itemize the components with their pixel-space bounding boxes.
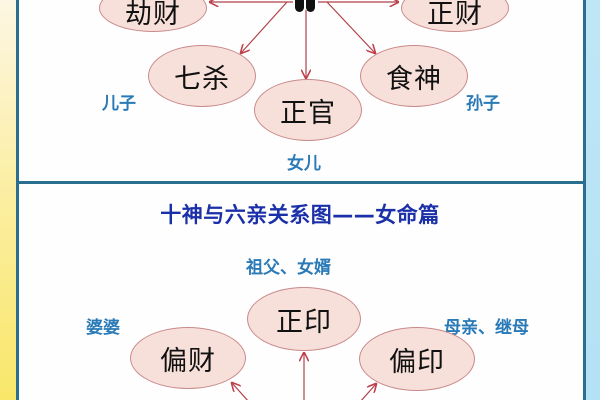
panel-divider bbox=[18, 181, 586, 184]
node-label: 偏印 bbox=[389, 346, 445, 378]
node-zhengguan: 正官 bbox=[254, 79, 362, 141]
person-figure-icon bbox=[295, 0, 315, 12]
node-shishen: 食神 bbox=[360, 45, 468, 107]
relation-label-son: 儿子 bbox=[102, 94, 136, 114]
node-pianyin: 偏印 bbox=[359, 327, 475, 391]
relation-label-grandfather-soninlaw: 祖父、女婿 bbox=[246, 258, 331, 278]
node-label: 食神 bbox=[386, 63, 442, 95]
frame-right-border bbox=[583, 0, 586, 400]
node-qisha: 七杀 bbox=[148, 45, 256, 107]
frame-left-border bbox=[16, 0, 19, 400]
node-label: 劫财 bbox=[125, 0, 181, 30]
arrow-to-pianyin bbox=[360, 384, 376, 400]
left-decorative-strip bbox=[0, 0, 17, 400]
node-label: 正印 bbox=[276, 306, 332, 338]
arrow-to-piancai bbox=[232, 383, 249, 400]
relation-label-motherinlaw: 婆婆 bbox=[86, 318, 120, 338]
arrow-to-shishen bbox=[326, 1, 375, 53]
diagram-title: 十神与六亲关系图——女命篇 bbox=[160, 203, 440, 227]
relation-label-mother-stepmother: 母亲、继母 bbox=[444, 318, 529, 338]
arrow-to-qisha bbox=[241, 1, 288, 53]
node-zhengyin: 正印 bbox=[247, 287, 361, 351]
node-piancai: 偏财 bbox=[130, 327, 246, 389]
node-label: 正财 bbox=[427, 0, 483, 30]
relation-label-grandson: 孙子 bbox=[466, 94, 500, 114]
node-label: 七杀 bbox=[174, 63, 230, 95]
node-label: 正官 bbox=[280, 97, 336, 129]
relation-label-daughter: 女儿 bbox=[287, 154, 321, 174]
right-decorative-strip bbox=[586, 0, 600, 400]
node-label: 偏财 bbox=[160, 345, 216, 377]
